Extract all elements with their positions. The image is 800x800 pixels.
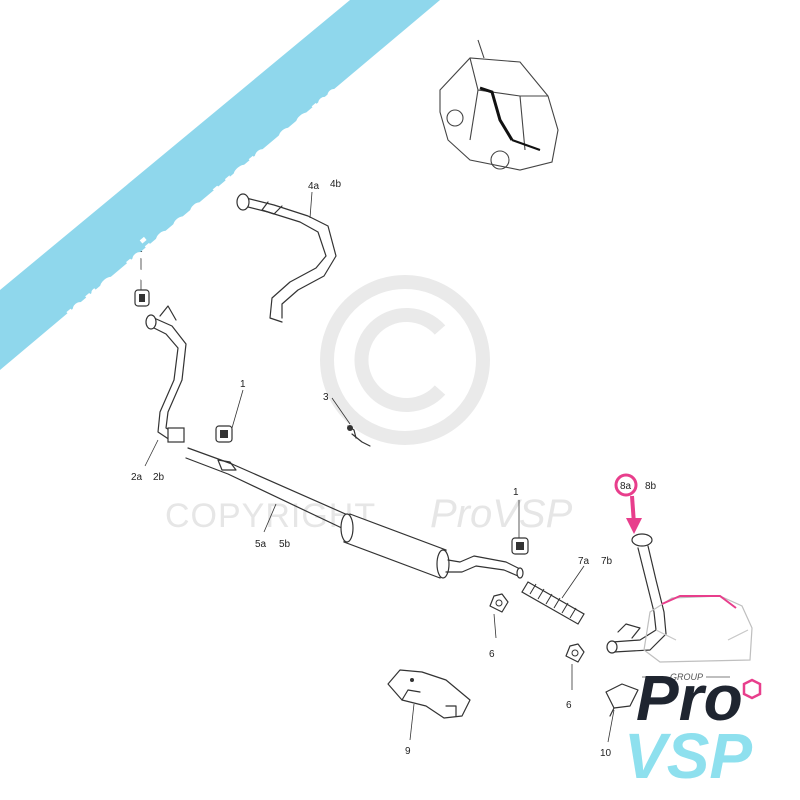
label-6-left: 6 xyxy=(489,649,495,660)
part-3-stud xyxy=(347,425,371,447)
copyright-watermark-symbol xyxy=(320,275,490,445)
part-6-clamp-left xyxy=(489,593,509,613)
copyright-watermark-text: COPYRIGHT xyxy=(165,497,376,535)
logo-vsp-text: VSP xyxy=(624,720,752,792)
car-thumbnail xyxy=(439,39,559,171)
part-5-silencer xyxy=(185,447,524,579)
brand-watermark-text: ProVSP xyxy=(430,492,573,536)
label-5a: 5a xyxy=(255,539,267,550)
part-2-rear-pipe xyxy=(145,305,187,443)
part-8-front-pipe xyxy=(606,533,667,654)
label-2b: 2b xyxy=(153,472,165,483)
highlight-arrow-head xyxy=(626,518,642,534)
label-8a: 8a xyxy=(620,481,632,492)
part-8a-highlight-circle xyxy=(614,473,638,497)
label-4b: 4b xyxy=(330,179,342,190)
label-2a: 2a xyxy=(131,472,143,483)
logo-nut-icon xyxy=(742,678,762,700)
part-9-bracket xyxy=(387,669,471,719)
label-1-right: 1 xyxy=(513,487,519,498)
label-10: 10 xyxy=(600,748,612,759)
part-6-clamp-right xyxy=(565,643,585,663)
logo-group-text: GROUP xyxy=(670,672,703,682)
label-7b: 7b xyxy=(601,556,613,567)
part-10-bracket xyxy=(605,683,639,717)
label-6-right: 6 xyxy=(566,700,572,711)
part-7-flex-pipe xyxy=(521,581,585,625)
part-4-tailpipe xyxy=(236,193,337,323)
provsp-logo: GROUP Pro VSP xyxy=(624,595,762,792)
label-8b: 8b xyxy=(645,481,657,492)
label-7a: 7a xyxy=(578,556,590,567)
website-banner: pro-piece-vsp.com xyxy=(0,0,440,370)
logo-pro-text: Pro xyxy=(636,662,743,734)
label-4a: 4a xyxy=(308,181,320,192)
label-9: 9 xyxy=(405,746,411,757)
label-5b: 5b xyxy=(279,539,291,550)
part-1-hanger-top xyxy=(134,289,150,307)
part-1-hanger-right xyxy=(511,537,529,555)
label-3: 3 xyxy=(323,392,329,403)
part-1-hanger-mid xyxy=(215,425,233,443)
label-1-mid: 1 xyxy=(240,379,246,390)
